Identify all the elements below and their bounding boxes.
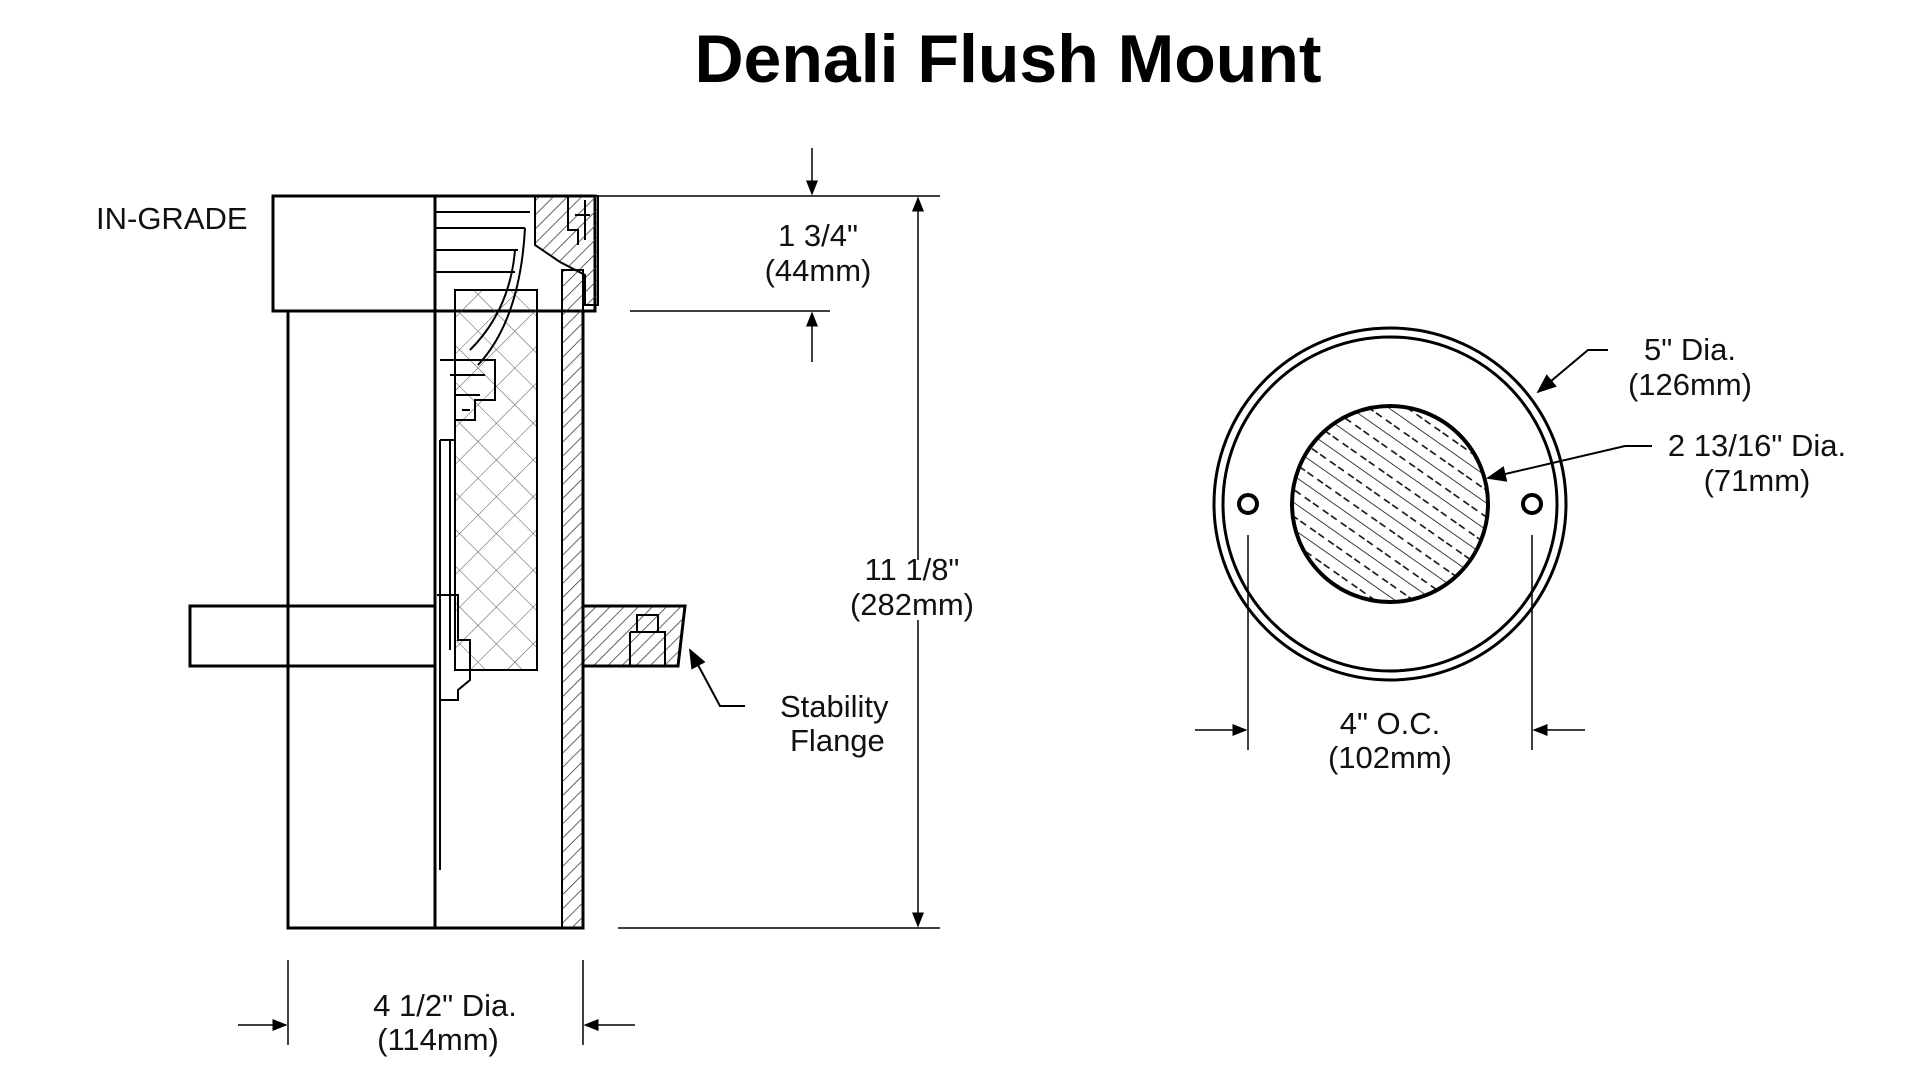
top-view: 5" Dia. (126mm) 2 13/16" Dia. (71mm) 4" …	[1195, 326, 1846, 775]
dim-body-metric: (114mm)	[377, 1022, 499, 1057]
outer-dia-leader	[1536, 349, 1608, 394]
dim-top-imperial: 1 3/4"	[778, 218, 858, 253]
insulation-section	[454, 289, 538, 671]
mounting-hole-left	[1237, 493, 1259, 515]
lid-section	[534, 195, 599, 306]
inner-trim-ring	[1221, 335, 1559, 673]
stability-flange-left	[188, 604, 437, 668]
lens-dia-leader	[1486, 445, 1652, 482]
outer-dia-metric: (126mm)	[1628, 367, 1752, 402]
outer-trim-ring	[1212, 326, 1568, 682]
in-grade-label: IN-GRADE	[96, 201, 248, 236]
lens-dia-metric: (71mm)	[1704, 463, 1811, 498]
lower-fitting	[437, 594, 471, 701]
page-title: Denali Flush Mount	[694, 21, 1321, 97]
oc-imperial: 4" O.C.	[1340, 706, 1441, 741]
side-view: IN-GRADE Stability Flange	[96, 148, 974, 1057]
wall-section	[561, 269, 584, 929]
reflector-lines	[435, 211, 530, 366]
mounting-hole-right	[1521, 493, 1543, 515]
flange-label-line2: Flange	[790, 723, 885, 758]
oc-metric: (102mm)	[1328, 740, 1452, 775]
lid-hardware	[567, 196, 590, 245]
dim-body-imperial: 4 1/2" Dia.	[373, 988, 517, 1023]
stability-flange-right	[581, 604, 687, 668]
flange-bolt	[629, 614, 666, 666]
dim-overall-metric: (282mm)	[850, 587, 974, 622]
flange-label-line1: Stability	[780, 689, 889, 724]
lens-hatched	[1290, 404, 1490, 604]
dim-top-metric: (44mm)	[765, 253, 872, 288]
driver-components	[440, 359, 496, 441]
flange-leader	[689, 648, 745, 707]
dim-overall-imperial: 11 1/8"	[865, 552, 960, 587]
lens-dia-imperial: 2 13/16" Dia.	[1668, 428, 1846, 463]
outer-dia-imperial: 5" Dia.	[1644, 332, 1736, 367]
